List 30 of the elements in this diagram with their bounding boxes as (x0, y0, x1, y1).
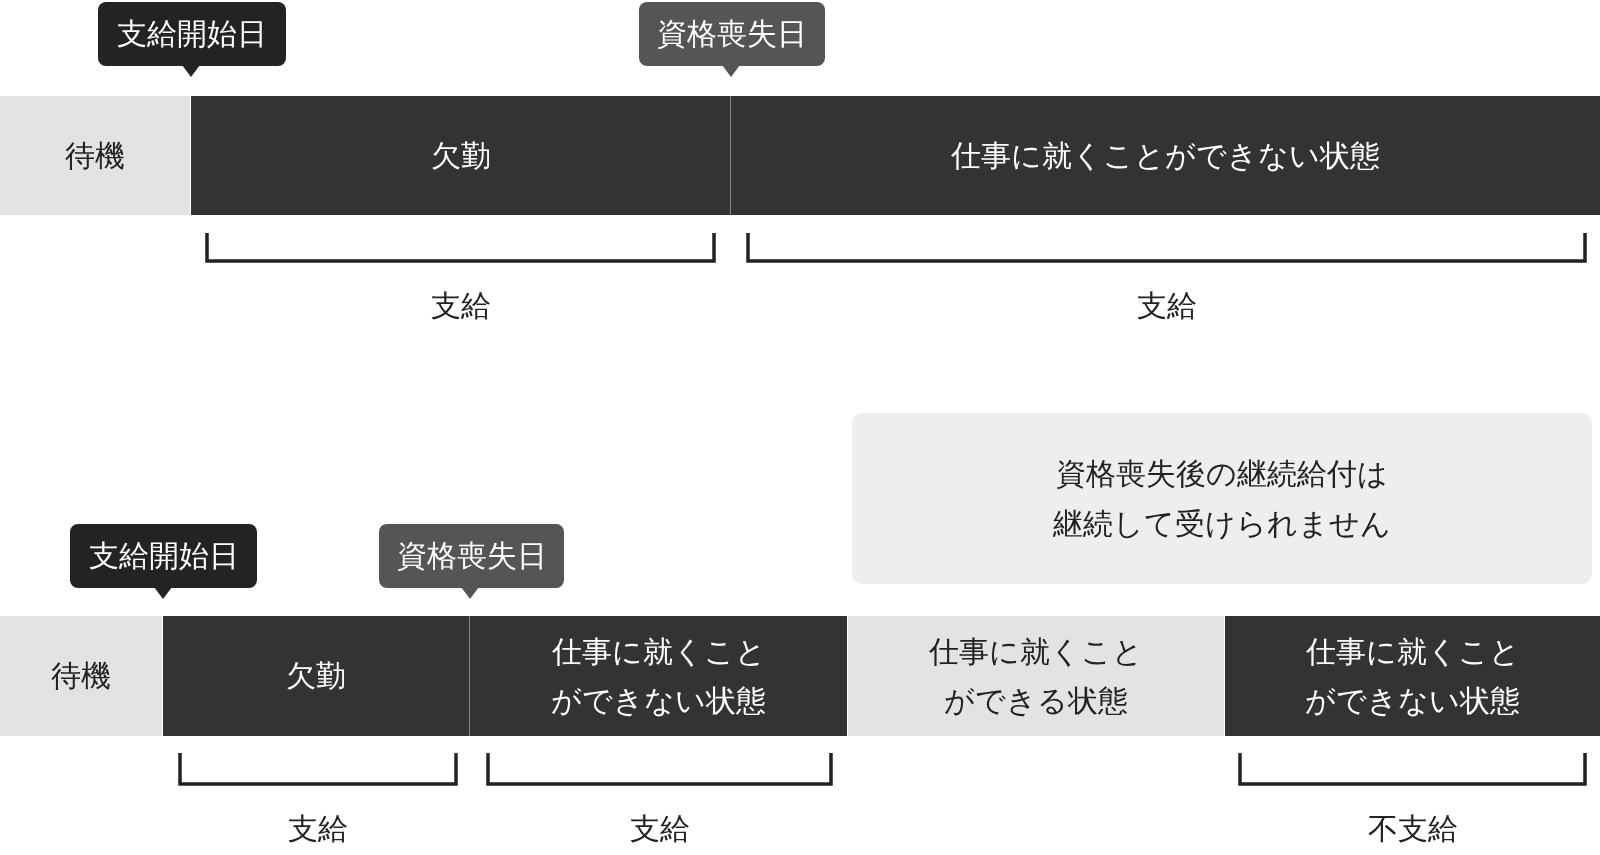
payment-label: 支給 (1136, 287, 1197, 325)
date-label: 支給開始日 (88, 537, 239, 576)
period-label: 欠勤 (430, 136, 491, 175)
date-label: 支給開始日 (117, 15, 267, 54)
period-label: 待機 (51, 657, 111, 696)
period-label: 仕事に就くことができない状態 (1304, 632, 1521, 720)
payment-label: 支給 (629, 810, 690, 848)
payment-label: 支給 (430, 287, 491, 325)
period-label: 仕事に就くことができない状態 (951, 136, 1380, 175)
payment-label: 不支給 (1367, 810, 1458, 848)
date-callout (379, 524, 564, 588)
period-segment (1225, 616, 1600, 736)
period-segment (731, 96, 1600, 215)
period-segment (191, 96, 730, 215)
period-label: 欠勤 (286, 657, 346, 696)
period-segment (0, 616, 162, 736)
note-text: 資格喪失後の継続給付は継続して受けられません (1052, 455, 1392, 543)
period-segment (470, 616, 847, 736)
period-label: 待機 (65, 136, 125, 175)
payment-label: 支給 (288, 810, 348, 848)
date-callout (98, 2, 286, 66)
period-label: 仕事に就くことができる状態 (928, 632, 1144, 720)
date-label: 資格喪失日 (396, 537, 547, 576)
period-segment (163, 616, 469, 736)
date-label: 資格喪失日 (657, 15, 807, 54)
period-segment (0, 96, 190, 215)
period-segment (848, 616, 1224, 736)
date-callout (70, 524, 257, 588)
period-label: 仕事に就くことができない状態 (550, 632, 767, 720)
date-callout (639, 2, 825, 66)
